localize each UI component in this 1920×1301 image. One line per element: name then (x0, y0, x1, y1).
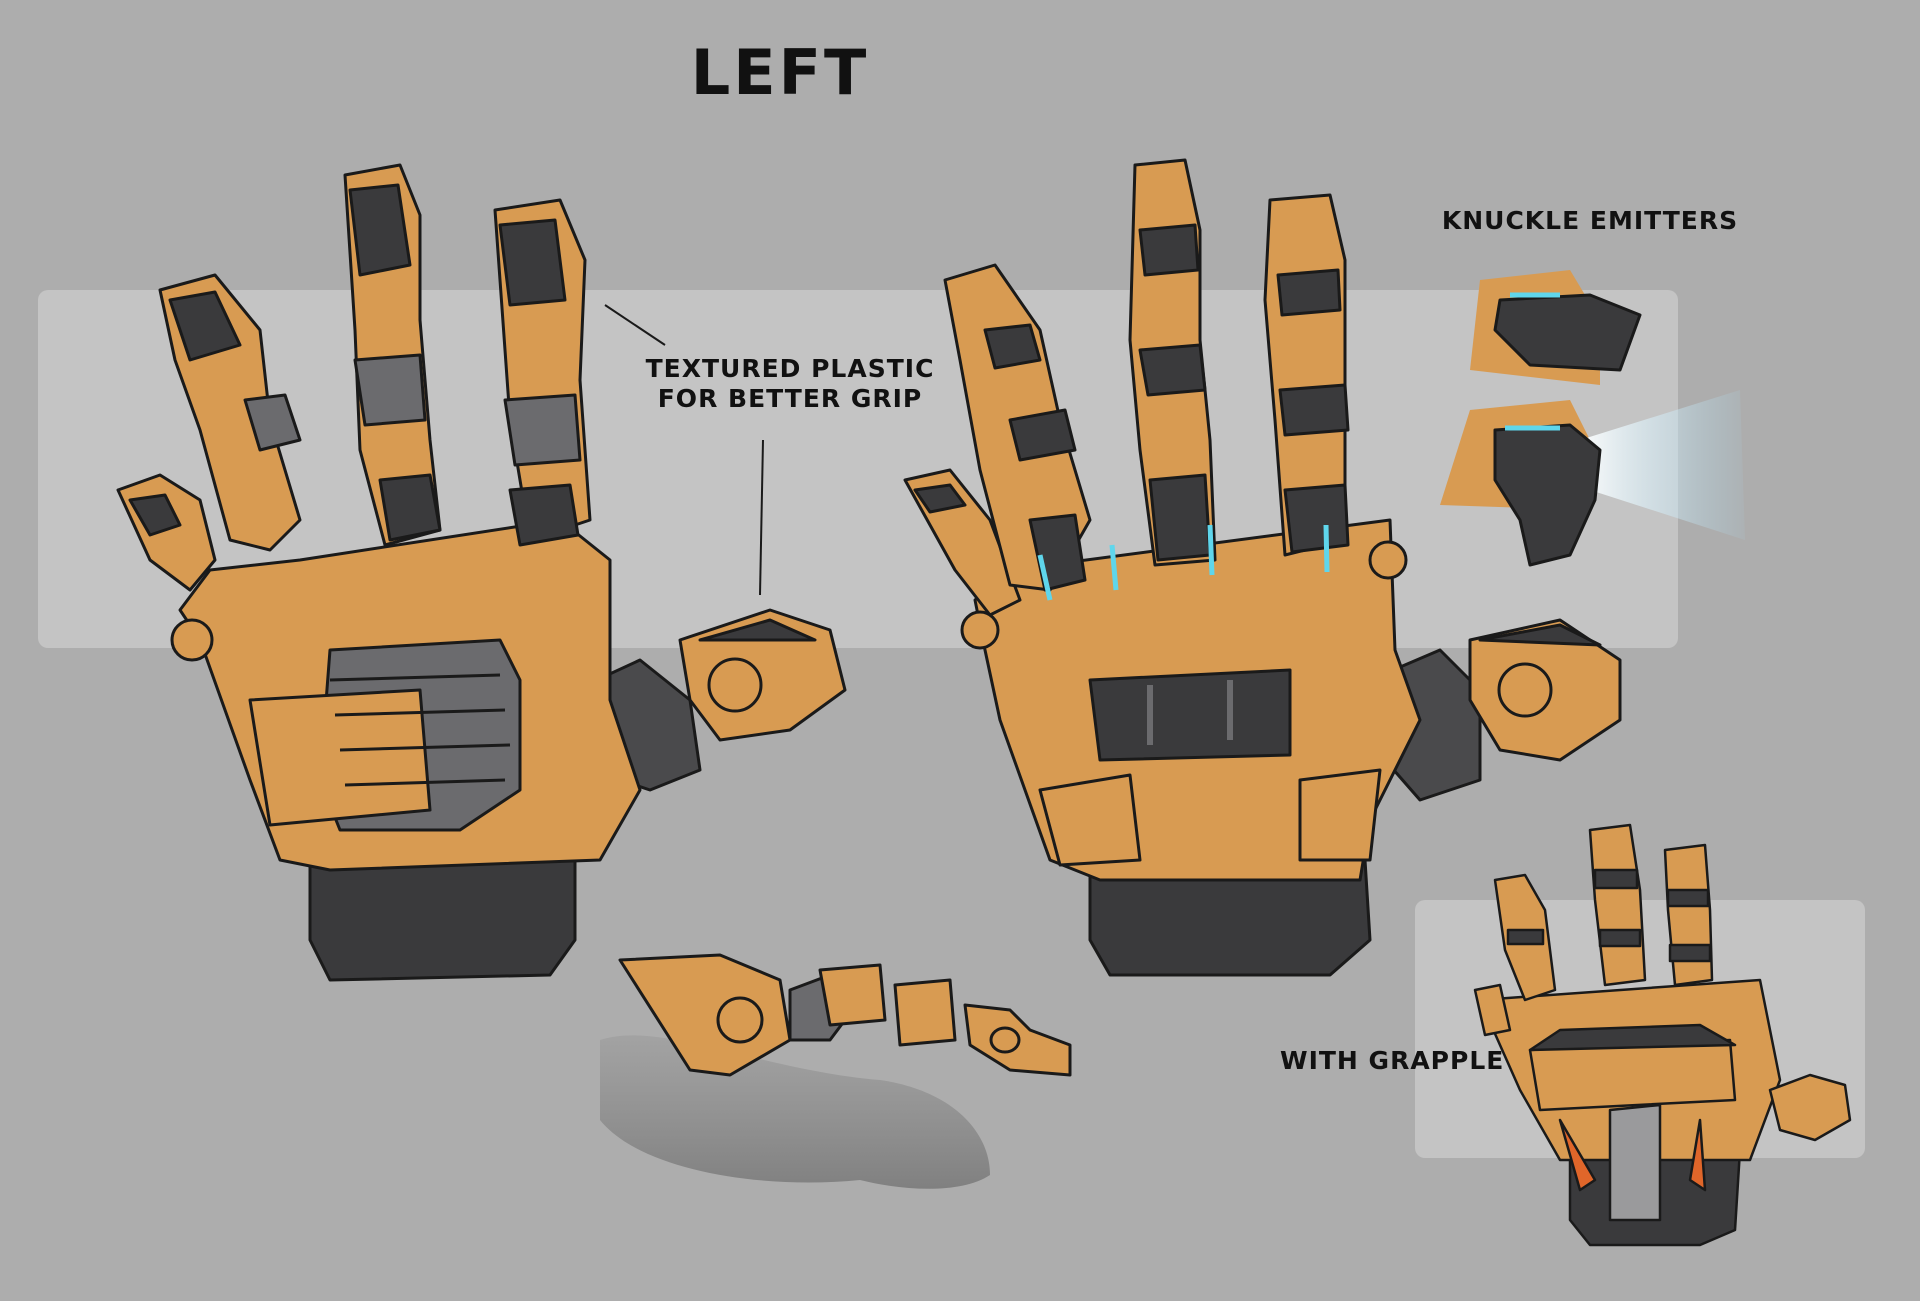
knuckle-emitters-callout: KNUCKLE EMITTERS (1441, 206, 1739, 235)
knuckle-emitter-closed (1470, 270, 1642, 385)
grapple-callout: WITH GRAPPLE (1280, 1046, 1505, 1075)
side-view-hand (600, 953, 1072, 1189)
grip-callout-line2: FOR BETTER GRIP (657, 384, 923, 413)
grapple-hand (1473, 823, 1852, 1247)
back-view-hand (903, 158, 1622, 977)
grip-callout-line1: TEXTURED PLASTIC (645, 354, 935, 383)
palm-view-hand (116, 163, 847, 982)
sheet-title: LEFT (690, 36, 870, 109)
knuckle-emitter-active (1440, 390, 1745, 567)
grip-callout: TEXTURED PLASTIC FOR BETTER GRIP (640, 354, 940, 414)
